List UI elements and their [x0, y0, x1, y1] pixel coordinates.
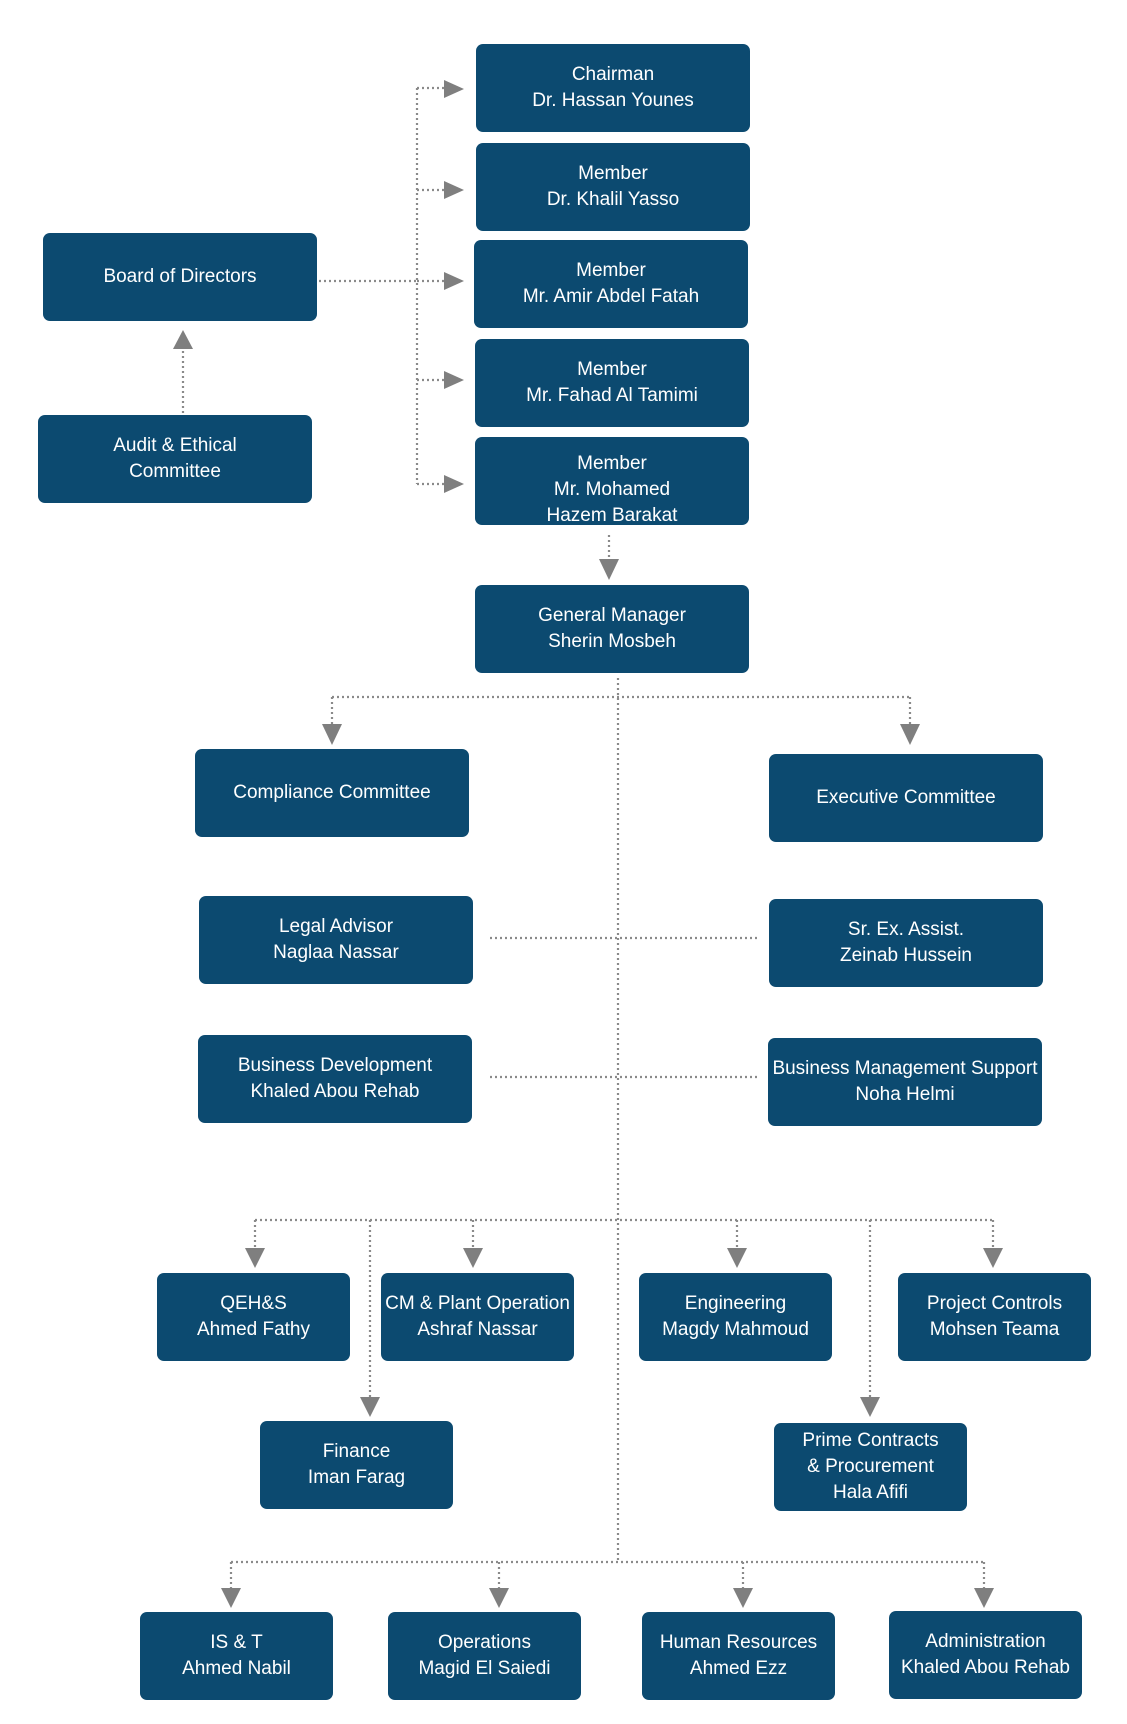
- admin-title: Administration: [925, 1631, 1046, 1652]
- member-name: Dr. Khalil Yasso: [546, 189, 680, 210]
- bizdev-name: Khaled Abou Rehab: [250, 1081, 420, 1102]
- general-manager-box: General Manager Sherin Mosbeh: [475, 585, 749, 673]
- audit-line2: Committee: [129, 461, 221, 482]
- member-box: Member Mr. Fahad Al Tamimi: [475, 339, 749, 427]
- prime-name: Hala Afifi: [833, 1482, 908, 1503]
- member-name: Dr. Hassan Younes: [532, 90, 694, 111]
- finance-title: Finance: [322, 1441, 391, 1462]
- bms-name: Noha Helmi: [855, 1084, 955, 1105]
- project-controls-box: Project Controls Mohsen Teama: [898, 1273, 1091, 1361]
- admin-name: Khaled Abou Rehab: [900, 1657, 1071, 1678]
- administration-box: Administration Khaled Abou Rehab: [889, 1611, 1082, 1699]
- cm-name: Ashraf Nassar: [417, 1319, 538, 1340]
- engineering-title: Engineering: [684, 1293, 787, 1314]
- gm-name: Sherin Mosbeh: [548, 631, 676, 652]
- assistant-title: Sr. Ex. Assist.: [847, 919, 965, 940]
- member-box: Member Mr. Mohamed Hazem Barakat: [475, 437, 749, 526]
- assistant-box: Sr. Ex. Assist. Zeinab Hussein: [769, 899, 1043, 987]
- member-name: Mr. Amir Abdel Fatah: [522, 286, 700, 307]
- legal-title: Legal Advisor: [278, 916, 394, 937]
- member-box: Member Dr. Khalil Yasso: [476, 143, 750, 231]
- member-role: Member: [578, 163, 648, 184]
- project-controls-title: Project Controls: [926, 1293, 1063, 1314]
- engineering-name: Magdy Mahmoud: [662, 1319, 809, 1340]
- executive-committee-box: Executive Committee: [769, 754, 1043, 842]
- hr-title: Human Resources: [659, 1632, 818, 1653]
- ist-box: IS & T Ahmed Nabil: [140, 1612, 333, 1700]
- compliance-committee-box: Compliance Committee: [195, 749, 469, 837]
- legal-name: Naglaa Nassar: [273, 942, 399, 963]
- finance-box: Finance Iman Farag: [260, 1421, 453, 1509]
- cm-plant-operation-box: CM & Plant Operation Ashraf Nassar: [381, 1273, 574, 1361]
- member-role: Member: [577, 359, 647, 380]
- prime-contracts-box: Prime Contracts & Procurement Hala Afifi: [774, 1423, 967, 1511]
- operations-name: Magid El Saiedi: [418, 1658, 551, 1679]
- finance-name: Iman Farag: [307, 1467, 406, 1488]
- member-name-line2: Hazem Barakat: [546, 505, 678, 526]
- project-controls-name: Mohsen Teama: [929, 1319, 1060, 1340]
- audit-committee-box: Audit & Ethical Committee: [38, 415, 312, 503]
- executive-title: Executive Committee: [816, 787, 996, 808]
- compliance-title: Compliance Committee: [233, 782, 431, 803]
- operations-title: Operations: [438, 1632, 531, 1653]
- cm-title: CM & Plant Operation: [385, 1293, 570, 1314]
- ist-title: IS & T: [210, 1632, 263, 1653]
- bms-title: Business Management Support: [772, 1058, 1038, 1079]
- gm-title: General Manager: [538, 605, 686, 626]
- arrowheads: [173, 80, 1003, 1608]
- board-of-directors-box: Board of Directors: [43, 233, 317, 321]
- human-resources-box: Human Resources Ahmed Ezz: [642, 1612, 835, 1700]
- business-development-box: Business Development Khaled Abou Rehab: [198, 1035, 472, 1123]
- member-role: Chairman: [571, 64, 655, 85]
- assistant-name: Zeinab Hussein: [839, 945, 973, 966]
- member-box: Member Mr. Amir Abdel Fatah: [474, 240, 748, 328]
- member-name: Mr. Fahad Al Tamimi: [526, 385, 698, 406]
- qehs-name: Ahmed Fathy: [197, 1319, 310, 1340]
- member-name-line1: Mr. Mohamed: [553, 479, 671, 500]
- audit-line1: Audit & Ethical: [113, 435, 237, 456]
- prime-line1: Prime Contracts: [802, 1430, 939, 1451]
- qehs-title: QEH&S: [220, 1293, 287, 1314]
- legal-advisor-box: Legal Advisor Naglaa Nassar: [199, 896, 473, 984]
- ist-name: Ahmed Nabil: [182, 1658, 291, 1679]
- bizdev-title: Business Development: [237, 1055, 433, 1076]
- qehs-box: QEH&S Ahmed Fathy: [157, 1273, 350, 1361]
- prime-line2: & Procurement: [807, 1456, 934, 1477]
- operations-box: Operations Magid El Saiedi: [388, 1612, 581, 1700]
- member-role: Member: [577, 453, 647, 474]
- hr-name: Ahmed Ezz: [689, 1658, 788, 1679]
- member-role: Member: [576, 260, 646, 281]
- chairman-box: Chairman Dr. Hassan Younes: [476, 44, 750, 132]
- business-management-support-box: Business Management Support Noha Helmi: [768, 1038, 1042, 1126]
- board-title: Board of Directors: [103, 266, 257, 287]
- engineering-box: Engineering Magdy Mahmoud: [639, 1273, 832, 1361]
